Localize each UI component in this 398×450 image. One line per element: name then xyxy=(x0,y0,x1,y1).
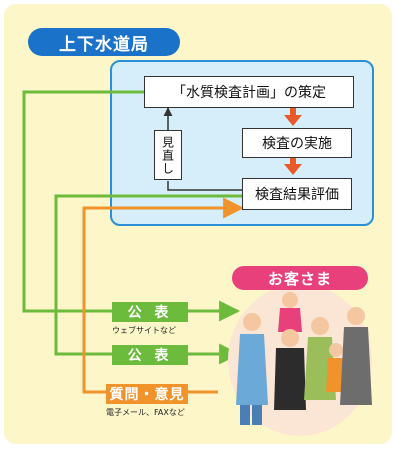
customers-badge: お客さま xyxy=(232,266,368,290)
feedback-label: 質問・意見 xyxy=(106,384,188,404)
customers-illustration xyxy=(228,284,372,436)
step-plan-box: 「水質検査計画」の策定 xyxy=(144,76,354,108)
down-arrow-1 xyxy=(284,107,302,126)
publish-caption-1: ウェブサイトなど xyxy=(112,326,176,335)
review-box: 見直し xyxy=(154,130,182,180)
publish-label-1: 公 表 xyxy=(112,302,188,322)
publish-label-2: 公 表 xyxy=(112,345,188,365)
step-inspection-box: 検査の実施 xyxy=(242,128,352,158)
step-evaluation-box: 検査結果評価 xyxy=(242,178,352,210)
bureau-title-badge: 上下水道局 xyxy=(28,28,180,56)
down-arrow-2 xyxy=(284,156,302,175)
feedback-caption: 電子メール、FAXなど xyxy=(106,408,185,417)
review-loop-line xyxy=(167,181,242,191)
